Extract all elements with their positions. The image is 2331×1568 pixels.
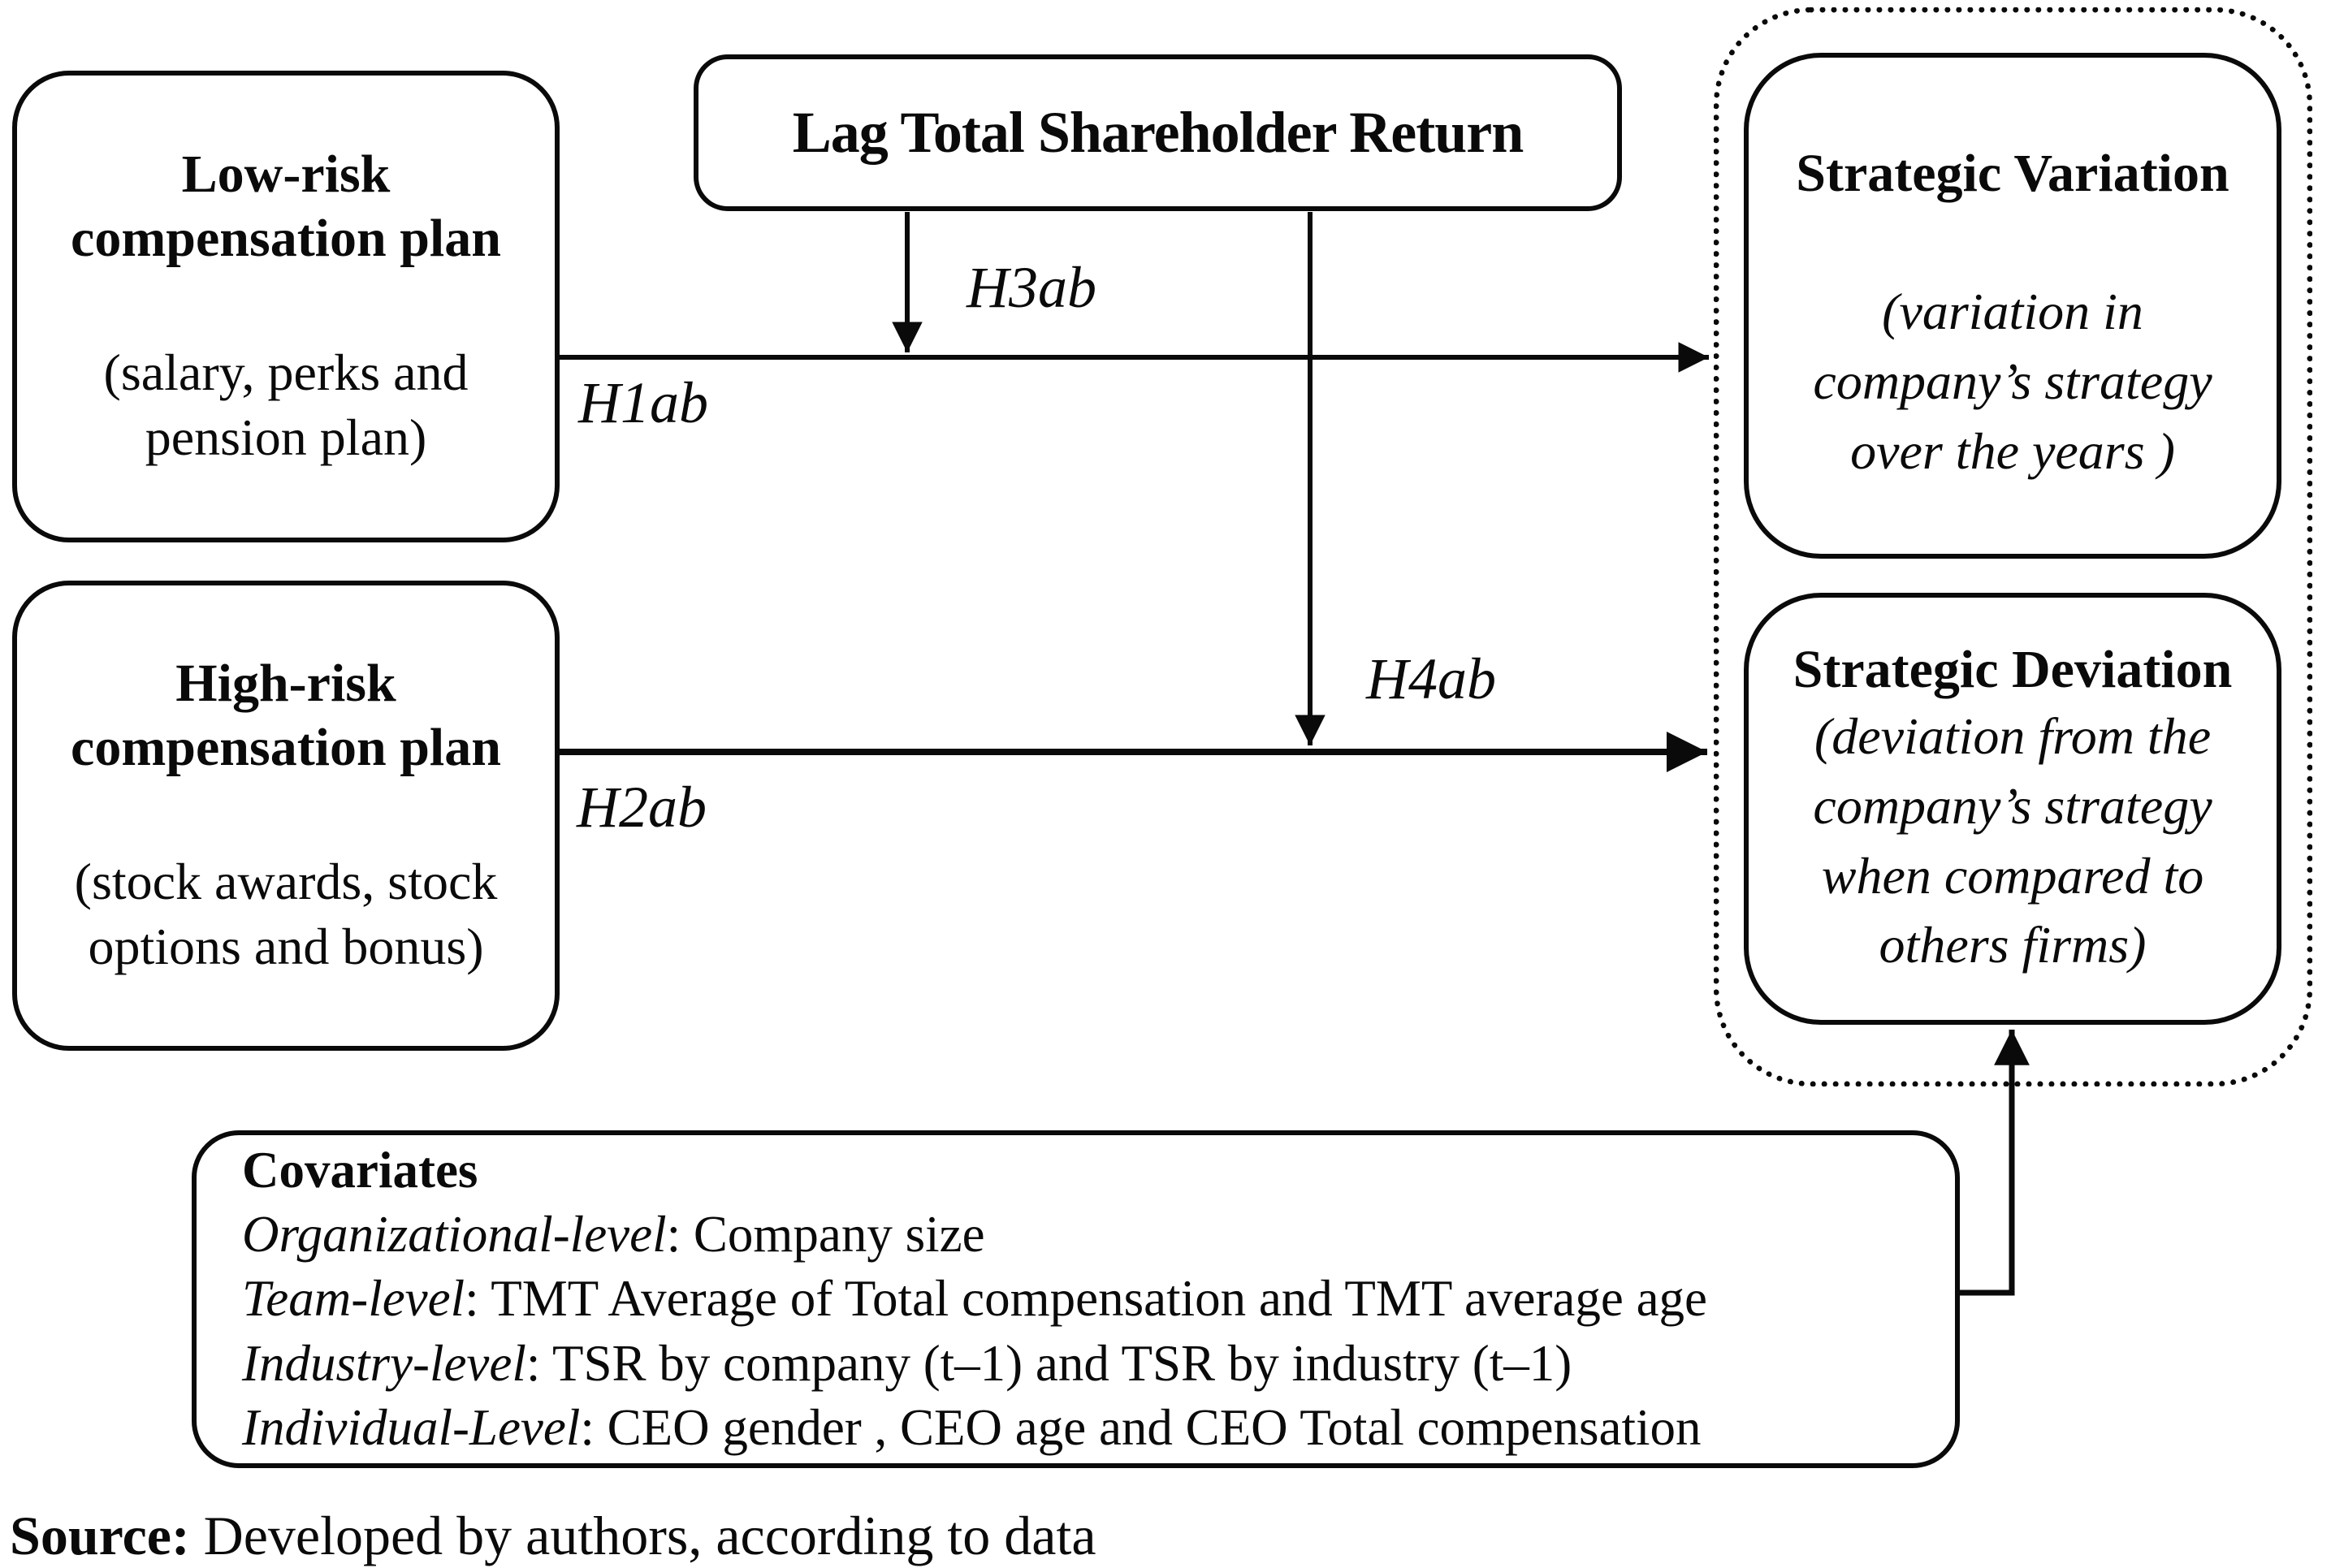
covariate-row-label: Organizational-level [242, 1205, 667, 1263]
covariates-arrow [1960, 1030, 2030, 1296]
covariates-box: Covariates Organizational-level: Company… [192, 1130, 1960, 1468]
covariate-row-organizational: Organizational-level: Company size [242, 1203, 985, 1267]
covariate-row-label: Industry-level [242, 1334, 526, 1392]
source-label: Source: [10, 1505, 190, 1566]
high-risk-subtitle: (stock awards, stock options and bonus) [74, 852, 498, 976]
lag-tsr-title: Lag Total Shareholder Return [792, 100, 1524, 166]
strategic-deviation-subtitle: (deviation from the company’s strategy w… [1813, 707, 2212, 974]
low-risk-subtitle: (salary, perks and pension plan) [103, 343, 469, 467]
high-risk-compensation-box: High-risk compensation plan (stock award… [12, 581, 560, 1051]
covariate-row-label: Individual-Level [242, 1399, 581, 1457]
hypothesis-h1ab-label: H1ab [578, 370, 708, 435]
source-text: Developed by authors, according to data [189, 1505, 1096, 1566]
covariate-row-text: : TMT Average of Total compensation and … [465, 1270, 1707, 1328]
high-risk-title: High-risk compensation plan [71, 654, 501, 778]
hypothesis-h2ab-label: H2ab [577, 775, 707, 840]
strategic-variation-title: Strategic Variation [1796, 144, 2229, 204]
hypothesis-h4ab-label: H4ab [1366, 646, 1496, 711]
covariate-row-text: : CEO gender , CEO age and CEO Total com… [580, 1399, 1702, 1457]
strategic-deviation-title: Strategic Deviation [1793, 639, 2233, 699]
covariates-heading: Covariates [242, 1141, 478, 1199]
covariate-row-individual: Individual-Level: CEO gender , CEO age a… [242, 1396, 1702, 1460]
lag-total-shareholder-return-box: Lag Total Shareholder Return [694, 54, 1622, 211]
source-line: Source: Developed by authors, according … [10, 1504, 1096, 1568]
covariate-row-label: Team-level [242, 1270, 465, 1328]
strategic-deviation-box: Strategic Deviation (deviation from the … [1744, 593, 2281, 1025]
covariate-row-text: : TSR by company (t–1) and TSR by indust… [525, 1334, 1572, 1392]
strategic-variation-subtitle: (variation in company’s strategy over th… [1813, 283, 2212, 480]
outcomes-dotted-container [1714, 7, 2312, 1086]
low-risk-title: Low-risk compensation plan [71, 145, 501, 269]
covariate-row-text: : Company size [666, 1205, 985, 1263]
covariate-row-team: Team-level: TMT Average of Total compens… [242, 1267, 1707, 1331]
covariate-row-industry: Industry-level: TSR by company (t–1) and… [242, 1332, 1572, 1396]
strategic-variation-box: Strategic Variation (variation in compan… [1744, 53, 2281, 559]
low-risk-compensation-box: Low-risk compensation plan (salary, perk… [12, 71, 560, 542]
hypothesis-h3ab-label: H3ab [967, 255, 1096, 320]
